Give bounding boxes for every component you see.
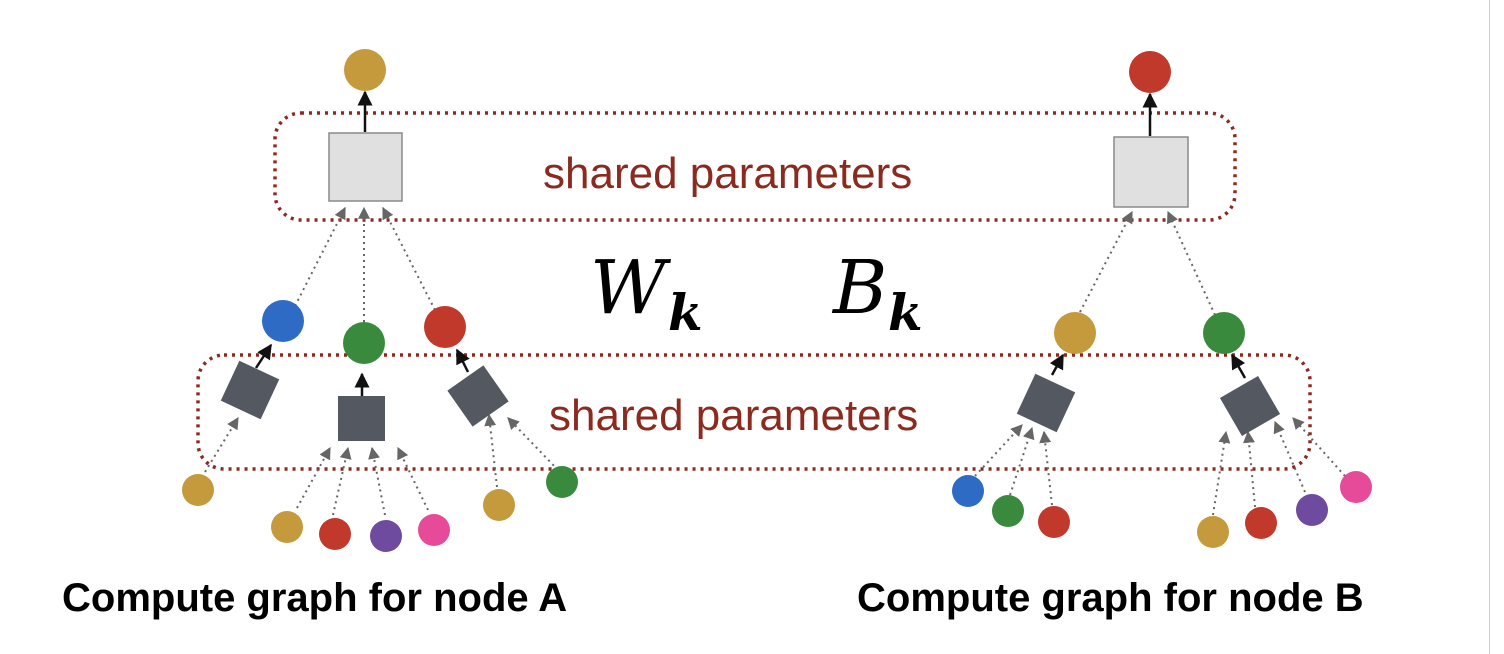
shared-parameters-label-bottom: shared parameters bbox=[549, 391, 918, 440]
edge bbox=[1009, 426, 1035, 496]
edge bbox=[332, 446, 352, 516]
leaf-node-red bbox=[319, 518, 351, 550]
edge bbox=[1167, 210, 1216, 316]
leaf-node-purple bbox=[370, 520, 402, 552]
edge bbox=[484, 413, 498, 488]
leaf-node-green bbox=[546, 466, 578, 498]
leaf-node-blue bbox=[952, 475, 984, 507]
edge bbox=[382, 206, 436, 311]
edge bbox=[1292, 417, 1346, 477]
leaf-node-gold bbox=[271, 511, 303, 543]
edge bbox=[204, 416, 239, 473]
edge bbox=[1273, 420, 1306, 493]
edge bbox=[455, 348, 470, 373]
edge bbox=[1230, 353, 1247, 379]
compute-graph-node-b bbox=[952, 51, 1372, 548]
weight-matrix-symbol: W bbox=[590, 245, 672, 331]
leaf-node-purple bbox=[1296, 494, 1328, 526]
weight-matrix-subscript: k bbox=[668, 283, 703, 342]
root-node-b bbox=[1129, 51, 1171, 93]
leaf-node-gold bbox=[483, 489, 515, 521]
node-green bbox=[343, 322, 385, 364]
edge bbox=[397, 446, 429, 511]
node-gold bbox=[1054, 312, 1096, 354]
compute-graph-node-a bbox=[182, 49, 578, 552]
edge bbox=[1243, 430, 1256, 508]
leaf-node-red bbox=[1245, 507, 1277, 539]
aggregator-box-a2 bbox=[338, 396, 385, 441]
bias-subscript: k bbox=[888, 283, 923, 342]
aggregator-box-b2 bbox=[1219, 375, 1281, 437]
aggregator-box-top-a bbox=[328, 132, 403, 202]
leaf-node-pink bbox=[1340, 471, 1372, 503]
edge bbox=[1079, 210, 1133, 313]
edge bbox=[507, 417, 559, 471]
caption-node-a: Compute graph for node A bbox=[62, 576, 567, 620]
node-red bbox=[424, 306, 466, 348]
shared-parameters-frame-bottom bbox=[196, 353, 1312, 471]
right-edge-line bbox=[1489, 0, 1490, 654]
edge bbox=[294, 206, 346, 307]
aggregator-box-top-b bbox=[1113, 136, 1189, 208]
node-green bbox=[1203, 312, 1245, 354]
shared-parameters-frame-top bbox=[273, 111, 1237, 222]
leaf-node-green bbox=[992, 495, 1024, 527]
edge bbox=[368, 446, 386, 516]
aggregator-box-b1 bbox=[1016, 373, 1076, 433]
node-blue bbox=[262, 300, 304, 342]
edge bbox=[254, 343, 273, 369]
root-node-a bbox=[344, 49, 386, 91]
edge bbox=[1039, 430, 1053, 506]
leaf-node-gold bbox=[1197, 516, 1229, 548]
shared-parameters-label-top: shared parameters bbox=[543, 149, 912, 198]
leaf-node-red bbox=[1038, 506, 1070, 538]
caption-node-b: Compute graph for node B bbox=[857, 576, 1364, 620]
leaf-node-gold bbox=[182, 474, 214, 506]
leaf-node-pink bbox=[418, 514, 450, 546]
edge bbox=[1049, 353, 1065, 376]
aggregator-box-a3 bbox=[447, 365, 509, 427]
edge bbox=[1212, 430, 1231, 516]
edge bbox=[296, 446, 331, 509]
aggregator-box-a1 bbox=[220, 360, 280, 420]
bias-symbol: B bbox=[831, 245, 887, 331]
